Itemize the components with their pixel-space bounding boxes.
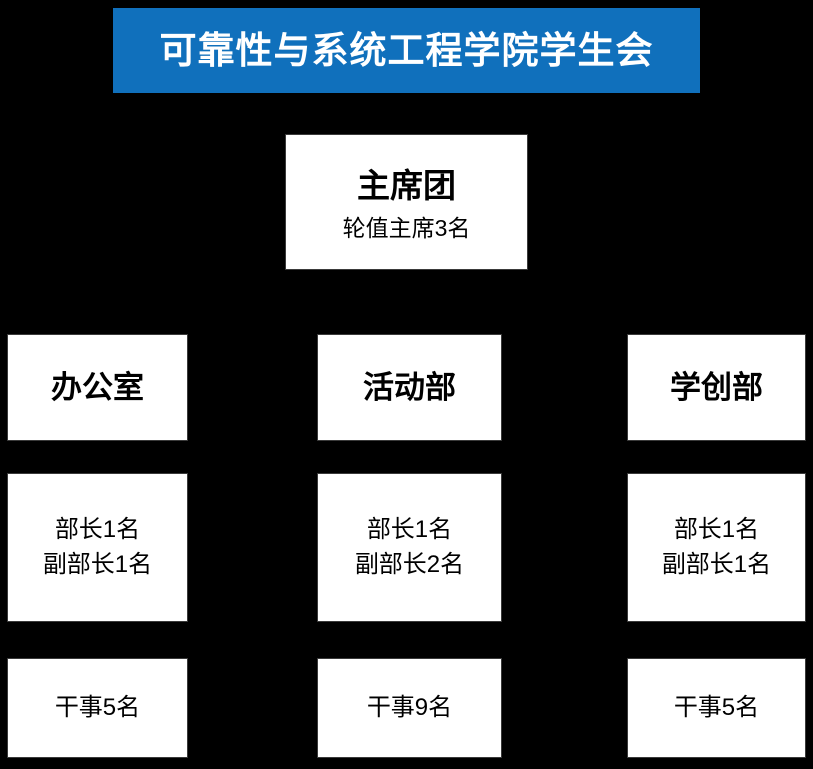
node-department-activities: 活动部: [317, 334, 502, 441]
node-department-academic-innovation: 学创部: [627, 334, 806, 441]
node-presidium-title: 主席团: [357, 166, 456, 204]
node-staff-office-line: 干事5名: [54, 694, 141, 722]
node-leadership-office-line-1: 部长1名: [54, 515, 141, 543]
node-staff-activities: 干事9名: [317, 658, 502, 758]
node-staff-office: 干事5名: [7, 658, 188, 758]
node-leadership-academic-innovation-line-2: 副部长1名: [661, 550, 772, 578]
node-department-activities-title: 活动部: [363, 369, 456, 405]
node-leadership-activities-line-1: 部长1名: [366, 515, 453, 543]
node-presidium-subtitle: 轮值主席3名: [342, 214, 471, 241]
node-department-office-title: 办公室: [51, 369, 144, 405]
node-department-office: 办公室: [7, 334, 188, 441]
node-staff-academic-innovation: 干事5名: [627, 658, 806, 758]
chart-title-banner: 可靠性与系统工程学院学生会: [113, 8, 700, 93]
chart-title-text: 可靠性与系统工程学院学生会: [159, 30, 654, 71]
node-presidium: 主席团 轮值主席3名: [285, 134, 528, 270]
node-leadership-office: 部长1名 副部长1名: [7, 473, 188, 622]
node-leadership-office-line-2: 副部长1名: [42, 550, 153, 578]
node-staff-academic-innovation-line: 干事5名: [673, 694, 760, 722]
node-staff-activities-line: 干事9名: [366, 694, 453, 722]
node-leadership-activities: 部长1名 副部长2名: [317, 473, 502, 622]
node-leadership-academic-innovation: 部长1名 副部长1名: [627, 473, 806, 622]
node-leadership-activities-line-2: 副部长2名: [354, 550, 465, 578]
node-leadership-academic-innovation-line-1: 部长1名: [673, 515, 760, 543]
node-department-academic-innovation-title: 学创部: [670, 369, 763, 405]
